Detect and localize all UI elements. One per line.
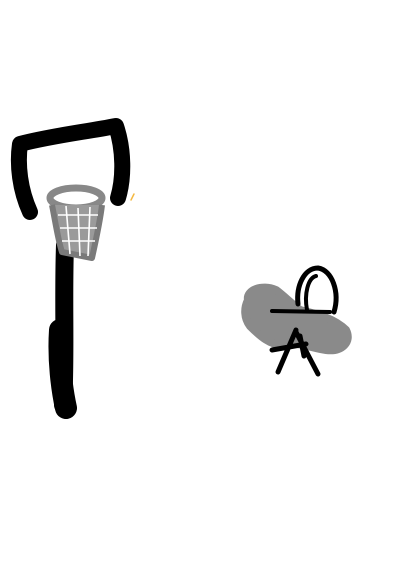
figure-legs xyxy=(269,327,321,377)
figure-loop-inner xyxy=(304,274,318,312)
hoop-net xyxy=(49,204,105,261)
accent-mark xyxy=(130,193,135,201)
scribbled-figure xyxy=(241,265,352,377)
hoop-net-strings xyxy=(58,205,98,257)
basketball-hoop xyxy=(10,118,135,419)
hoop-backboard xyxy=(10,118,131,220)
hoop-pole-base xyxy=(48,319,77,419)
figure-bar xyxy=(270,309,332,314)
figure-loop xyxy=(295,265,339,315)
figure-body xyxy=(241,283,352,355)
